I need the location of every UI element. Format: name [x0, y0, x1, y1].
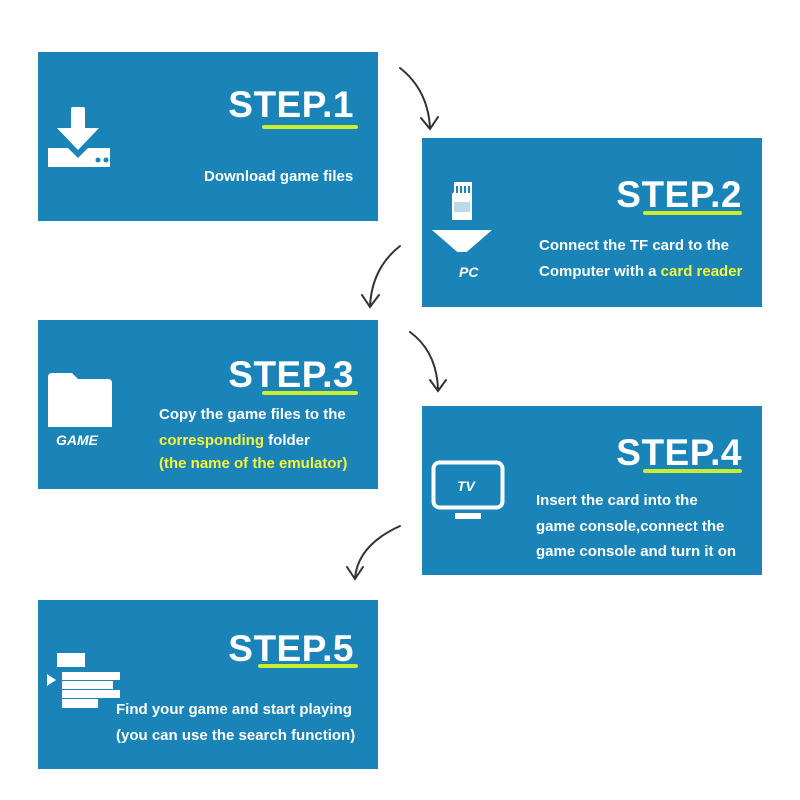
folder-icon: [48, 373, 112, 427]
step-1-card: STEP.1 Download game files: [38, 52, 378, 221]
desc-text: folder: [264, 431, 310, 449]
game-label: GAME: [56, 432, 98, 448]
highlight-corresponding: corresponding: [159, 431, 265, 449]
title-underline: [643, 211, 742, 215]
desc-line: Connect the TF card to the: [539, 237, 730, 254]
tv-label: TV: [457, 478, 475, 494]
arrow-2-to-3: [361, 245, 401, 309]
step-description: Copy the game files to the corresponding…: [159, 402, 347, 475]
arrow-4-to-5: [346, 525, 401, 581]
desc-line: Copy the game files to the: [159, 406, 346, 423]
arrow-1-to-2: [399, 67, 439, 131]
step-title: STEP.5: [228, 628, 354, 669]
sd-card-to-pc-icon: [432, 182, 492, 252]
desc-line: game console,connect the: [536, 517, 725, 535]
step-title: STEP.4: [616, 432, 742, 473]
step-title: STEP.2: [616, 174, 742, 215]
step-description: Download game files: [204, 168, 354, 185]
arrow-3-to-4: [409, 331, 447, 393]
title-underline: [262, 391, 358, 395]
desc-line: (the name of the emulator): [159, 455, 348, 472]
step-title: STEP.3: [228, 354, 354, 395]
step-description: Find your game and start playing (you ca…: [116, 697, 355, 748]
step-description: Insert the card into the game console,co…: [536, 488, 736, 565]
title-underline: [258, 664, 358, 668]
title-underline: [262, 125, 358, 129]
step-5-card: STEP.5 Find your game and start playing …: [38, 600, 378, 769]
desc-line: game console and turn it on: [536, 543, 737, 560]
step-4-card: TV STEP.4 Insert the card into the game …: [422, 406, 762, 575]
step-description: Connect the TF card to the Computer with…: [539, 233, 742, 284]
title-underline: [643, 469, 742, 473]
highlight-card-reader: card reader: [660, 262, 743, 280]
step-3-card: GAME STEP.3 Copy the game files to the c…: [38, 320, 378, 489]
desc-line: corresponding folder: [159, 428, 347, 454]
desc-text: Computer with a: [539, 262, 661, 280]
pc-label: PC: [459, 264, 479, 280]
game-list-icon: [47, 653, 120, 708]
desc-line: Find your game and start playing: [116, 701, 352, 718]
download-icon: [48, 107, 110, 167]
desc-line: Computer with a card reader: [539, 259, 742, 285]
tv-icon: [431, 460, 505, 519]
desc-line: Insert the card into the: [536, 492, 698, 509]
desc-line: (you can use the search function): [116, 726, 356, 744]
step-title: STEP.1: [228, 84, 354, 125]
step-2-card: PC STEP.2 Connect the TF card to the Com…: [422, 138, 762, 307]
